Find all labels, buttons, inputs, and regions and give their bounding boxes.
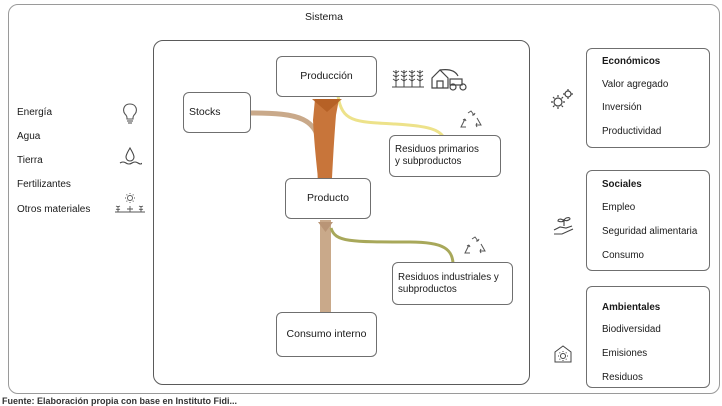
economicos-item: Inversión	[602, 102, 642, 113]
environment-icon	[553, 344, 573, 364]
water-drop-icon	[118, 146, 142, 166]
stocks-label: Stocks	[189, 106, 221, 119]
recycle-icon	[458, 110, 484, 132]
residuos-primarios-flow	[336, 95, 446, 139]
residuos-industriales-line2: subproductos	[398, 283, 457, 295]
consumo-interno-node: Consumo interno	[276, 312, 377, 357]
ambientales-item: Emisiones	[602, 348, 648, 359]
ambientales-box: Ambientales Biodiversidad Emisiones Resi…	[586, 286, 710, 388]
stocks-flow	[249, 110, 323, 178]
produccion-arrowhead	[312, 99, 342, 112]
ambientales-item: Biodiversidad	[602, 324, 661, 335]
sociales-item: Empleo	[602, 202, 636, 213]
residuos-primarios-line2: y subproductos	[395, 156, 462, 167]
input-energia: Energía	[17, 107, 53, 118]
residuos-industriales-line1: Residuos industriales y	[398, 271, 499, 283]
produccion-label: Producción	[300, 70, 353, 83]
producto-label: Producto	[306, 192, 350, 205]
sociales-title: Sociales	[602, 179, 642, 190]
ambientales-item: Residuos	[602, 372, 643, 383]
stocks-node: Stocks	[183, 92, 251, 133]
hand-plant-icon	[552, 214, 576, 236]
source-footnote: Fuente: Elaboración propia con base en I…	[2, 396, 238, 406]
economicos-box: Económicos Valor agregado Inversión Prod…	[586, 48, 710, 148]
consumo-flow	[320, 220, 331, 312]
consumo-interno-label: Consumo interno	[286, 328, 367, 341]
crops-icon	[391, 67, 425, 89]
lightbulb-icon	[120, 102, 140, 126]
produccion-node: Producción	[276, 56, 377, 97]
residuos-primarios-node: Residuos primarios y subproductos	[389, 135, 501, 177]
ambientales-title: Ambientales	[602, 302, 661, 313]
consumo-arrowhead	[318, 222, 333, 232]
economicos-item: Valor agregado	[602, 79, 669, 90]
input-otros-materiales: Otros materiales	[17, 204, 91, 215]
producto-node: Producto	[285, 178, 371, 219]
farm-tractor-icon	[430, 66, 468, 92]
economicos-title: Económicos	[602, 56, 661, 67]
produccion-flow	[313, 99, 339, 178]
recycle-icon	[462, 236, 488, 258]
sociales-item: Seguridad alimentaria	[602, 226, 698, 237]
residuos-industriales-node: Residuos industriales y subproductos	[392, 262, 513, 305]
input-tierra: Tierra	[17, 155, 43, 166]
residuos-primarios-line1: Residuos primarios	[395, 144, 479, 156]
sociales-box: Sociales Empleo Seguridad alimentaria Co…	[586, 170, 710, 271]
input-agua: Agua	[17, 131, 41, 142]
residuos-industriales-flow	[329, 227, 455, 264]
input-fertilizantes: Fertilizantes	[17, 179, 71, 190]
sociales-item: Consumo	[602, 250, 644, 261]
fertilizer-icon	[115, 192, 145, 214]
gears-icon	[549, 88, 575, 112]
system-label: Sistema	[305, 11, 343, 23]
economicos-item: Productividad	[602, 126, 662, 137]
